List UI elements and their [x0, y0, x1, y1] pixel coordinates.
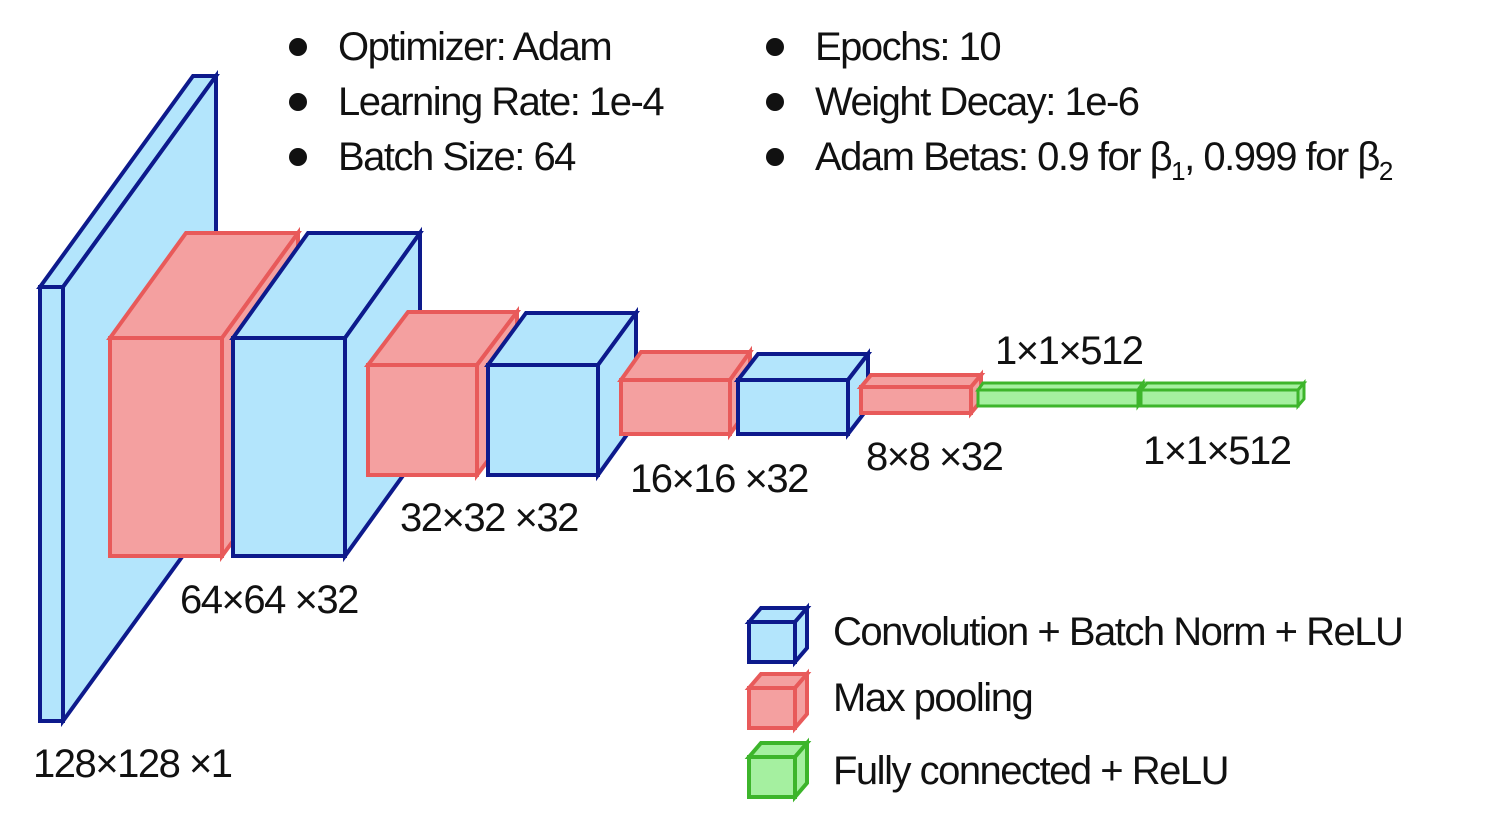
bullet-icon [289, 93, 307, 111]
network-blocks [36, 69, 1308, 728]
fc-block-1 [975, 378, 1146, 411]
dimension-labels: 128×128 ×1 64×64 ×32 32×32 ×32 16×16 ×32… [33, 329, 1292, 786]
label-fc1-dims: 1×1×512 [995, 329, 1143, 373]
bullet-icon [289, 38, 307, 56]
block-front-face [366, 363, 479, 477]
betas-text-b: , 0.999 for β [1184, 135, 1379, 179]
legend-label-fc: Fully connected + ReLU [833, 749, 1228, 793]
betas-text-a: Adam Betas: 0.9 for β [815, 135, 1172, 179]
label-block2-dims: 32×32 ×32 [400, 496, 578, 540]
label-input-dims: 128×128 ×1 [33, 742, 232, 786]
legend-item-fc: Fully connected + ReLU [744, 737, 1230, 803]
beta2-subscript: 2 [1379, 156, 1393, 186]
hyperparam-batch-size: Batch Size: 64 [338, 135, 576, 179]
legend-label-conv: Convolution + Batch Norm + ReLU [833, 610, 1402, 654]
bullet-icon [766, 148, 784, 166]
label-block1-dims: 64×64 ×32 [180, 578, 358, 622]
pool-block-4 [856, 369, 986, 419]
bullet-icon [766, 38, 784, 56]
block-front-face [108, 336, 224, 558]
block-front-face [1139, 388, 1300, 408]
block-front-face [859, 385, 973, 415]
label-fc2-dims: 1×1×512 [1143, 429, 1291, 473]
bullet-icon [766, 93, 784, 111]
block-front-face [619, 378, 732, 436]
hyperparameter-list: Optimizer: Adam Learning Rate: 1e-4 Batc… [289, 25, 1394, 186]
legend: Convolution + Batch Norm + ReLU Max pool… [744, 602, 1404, 803]
label-block4-dims: 8×8 ×32 [866, 435, 1003, 479]
conv-block-2 [484, 306, 640, 482]
block-front-face [38, 285, 65, 723]
pool-swatch-icon [744, 668, 812, 734]
pool-block-3 [617, 345, 754, 441]
legend-item-conv: Convolution + Batch Norm + ReLU [744, 602, 1404, 668]
legend-label-pool: Max pooling [833, 676, 1032, 720]
beta1-subscript: 1 [1171, 156, 1185, 186]
conv-swatch-icon [744, 602, 812, 668]
fc-swatch-icon [744, 737, 812, 803]
hyperparam-learning-rate: Learning Rate: 1e-4 [338, 80, 664, 124]
legend-item-pool: Max pooling [744, 668, 1034, 734]
block-front-face [976, 388, 1140, 408]
hyperparam-adam-betas: Adam Betas: 0.9 for β1, 0.999 for β2 [815, 135, 1393, 186]
conv-block-3 [733, 348, 873, 440]
fc-block-2 [1137, 378, 1308, 411]
block-front-face [736, 378, 850, 436]
hyperparam-optimizer: Optimizer: Adam [338, 25, 611, 69]
label-block3-dims: 16×16 ×32 [630, 457, 808, 501]
hyperparam-weight-decay: Weight Decay: 1e-6 [815, 80, 1139, 124]
block-front-face [486, 363, 600, 477]
block-front-face [231, 336, 347, 558]
hyperparam-epochs: Epochs: 10 [815, 25, 1000, 69]
bullet-icon [289, 148, 307, 166]
